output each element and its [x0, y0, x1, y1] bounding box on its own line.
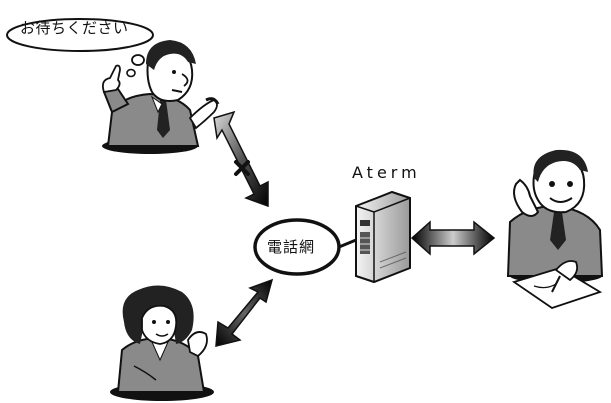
thought-bubble	[6, 18, 154, 78]
network-label: 電話網	[267, 238, 316, 256]
caller-bottom-figure	[110, 285, 214, 401]
aterm-label: Aterm	[352, 163, 421, 182]
arrow-server-to-person	[410, 220, 496, 256]
bubble-text: お待ちください	[20, 19, 129, 37]
network-server-connector	[338, 238, 357, 249]
aterm-device	[355, 190, 411, 284]
caller-top-figure	[101, 40, 220, 154]
arrow-top-to-network	[213, 110, 269, 208]
person-right-figure	[506, 149, 604, 309]
disconnect-mark	[234, 160, 250, 176]
arrow-bottom-to-network	[215, 278, 274, 347]
